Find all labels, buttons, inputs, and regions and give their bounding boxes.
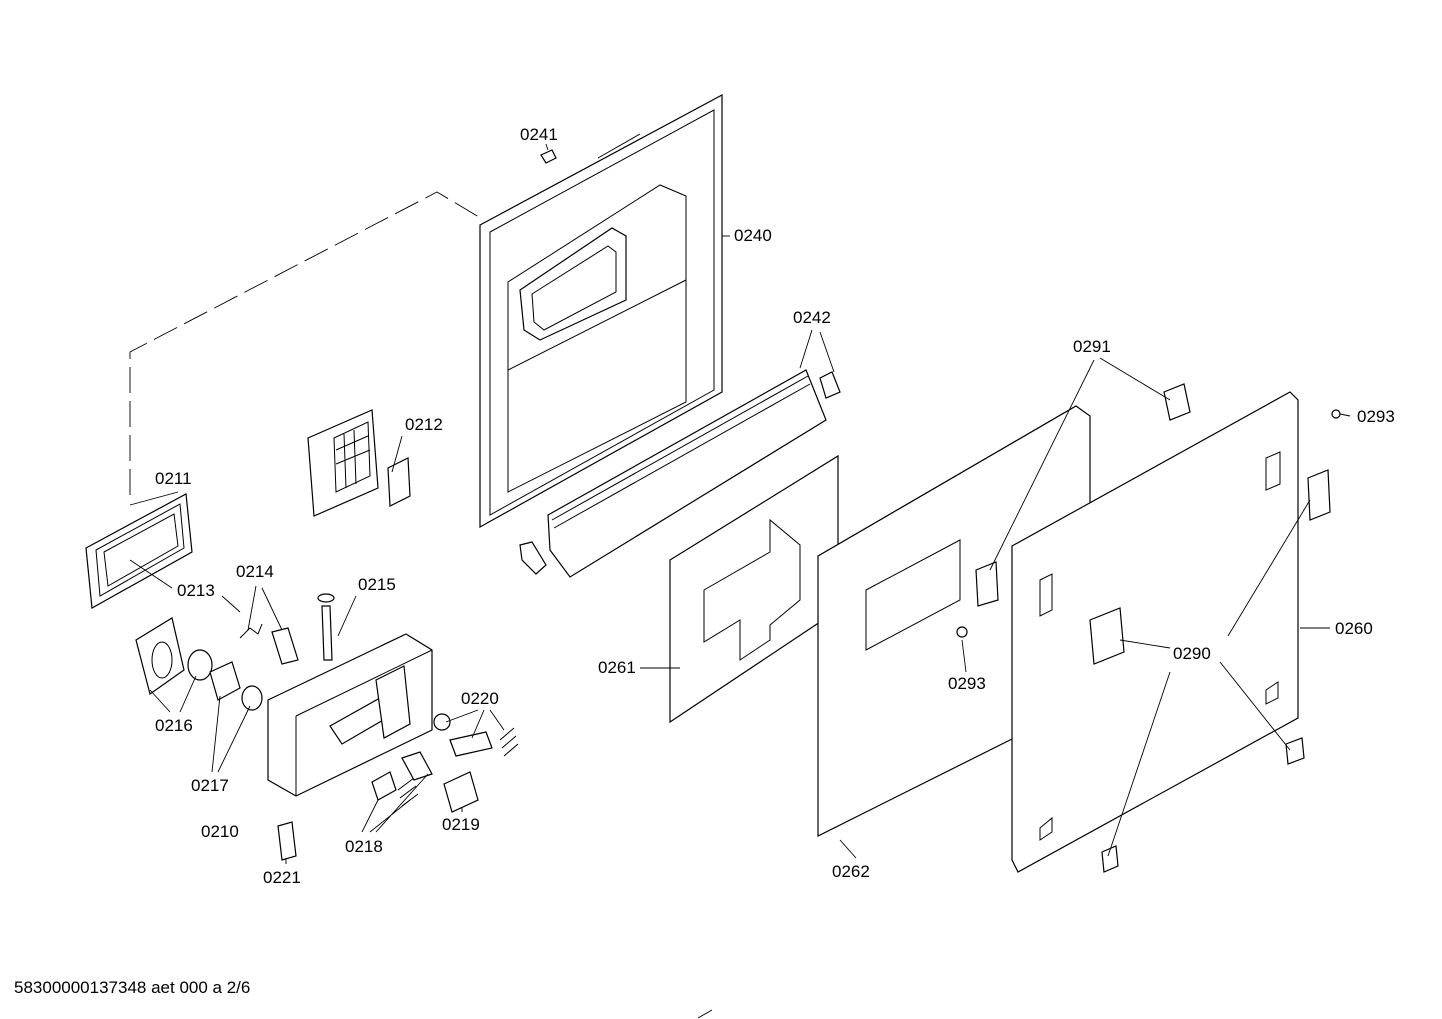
assembly-dash-line: [129, 191, 485, 495]
label-0218: 0218: [345, 837, 383, 856]
label-0214: 0214: [236, 562, 274, 581]
drawing-reference-number: 58300000137348 aet 000 a 2/6: [14, 978, 251, 997]
label-0240: 0240: [734, 226, 772, 245]
leader-lines: [129, 143, 1351, 1019]
ring-0217: [187, 649, 263, 711]
label-0291: 0291: [1073, 337, 1111, 356]
clip-0221: [277, 821, 297, 861]
label-0219: 0219: [442, 815, 480, 834]
label-0213: 0213: [177, 581, 215, 600]
label-0210: 0210: [201, 822, 239, 841]
decor-panel-0260: [1011, 383, 1341, 873]
parts-0220: [433, 713, 519, 757]
filter-part-0212: [307, 409, 411, 517]
label-0293-top: 0293: [1357, 407, 1395, 426]
label-0242: 0242: [793, 308, 831, 327]
label-0241: 0241: [520, 125, 558, 144]
label-0261: 0261: [598, 658, 636, 677]
seal-frame-0211: [85, 493, 193, 609]
spring-0214: [239, 623, 299, 665]
label-0215: 0215: [358, 575, 396, 594]
pin-0215: [317, 593, 335, 661]
label-0211: 0211: [155, 469, 192, 488]
label-0262: 0262: [832, 862, 870, 881]
dispenser-cap-0216: [135, 617, 185, 695]
label-0260: 0260: [1335, 619, 1373, 638]
dispenser-body-0210: [267, 633, 433, 797]
label-0217: 0217: [191, 776, 229, 795]
label-0212: 0212: [405, 415, 443, 434]
label-0293-middle: 0293: [948, 674, 986, 693]
label-0220: 0220: [461, 689, 499, 708]
label-0221: 0221: [263, 868, 301, 887]
label-0290: 0290: [1173, 644, 1211, 663]
label-0216: 0216: [155, 716, 193, 735]
screw-0241: [540, 149, 557, 164]
switch-0219: [443, 771, 479, 813]
door-rail: [519, 369, 841, 578]
inner-door-panel: [479, 93, 723, 529]
